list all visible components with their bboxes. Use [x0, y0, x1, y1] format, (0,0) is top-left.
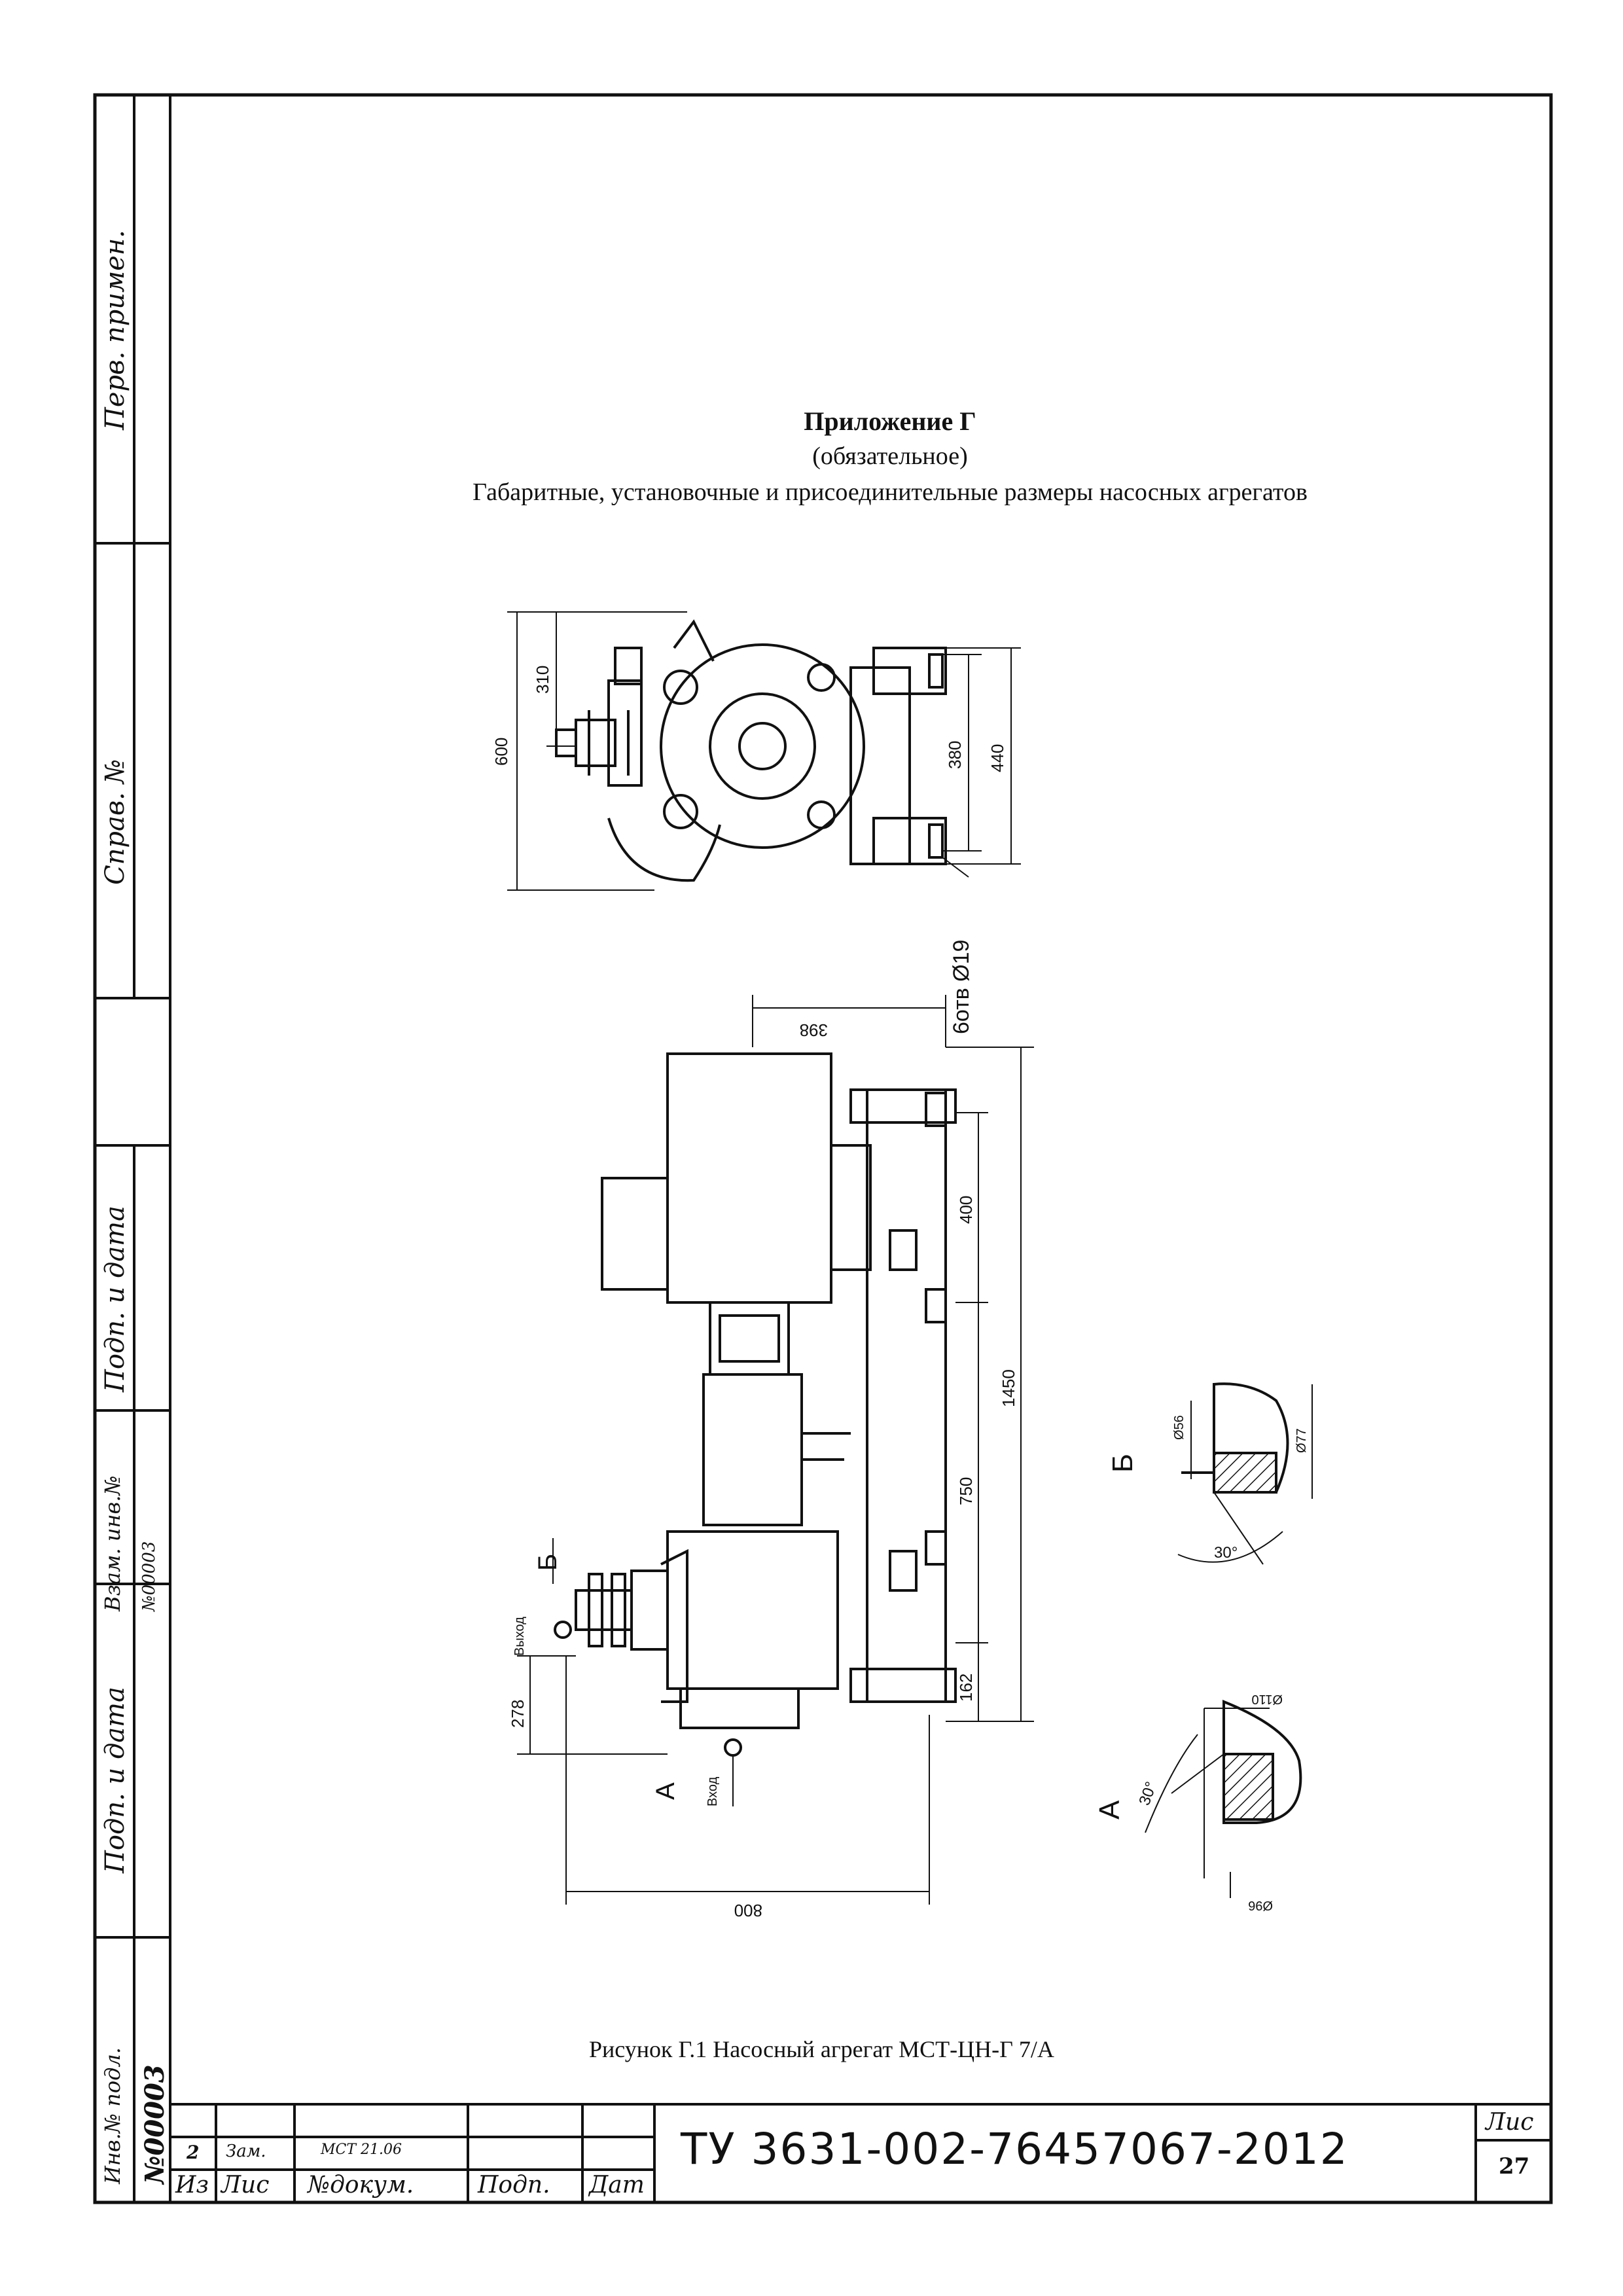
side-view [517, 995, 1034, 1905]
vhod-label: Вход [705, 1776, 720, 1806]
dim-278: 278 [508, 1700, 527, 1728]
detail-a-label: А [1094, 1800, 1126, 1820]
label-b-side: Б [533, 1554, 562, 1571]
sheet-number: 27 [1499, 2153, 1530, 2179]
appendix-title: Приложение Г [804, 406, 976, 436]
dim-398: 398 [800, 1020, 828, 1040]
detail-a-angle: 30° [1135, 1780, 1160, 1808]
dim-600: 600 [491, 738, 511, 766]
document-designation: ТУ 3631-002-76457067-2012 [681, 2124, 1349, 2174]
rev-doc: МСТ 21.06 [321, 2142, 402, 2158]
col-doc: №докум. [308, 2172, 414, 2198]
rev-number: 2 [187, 2142, 200, 2163]
figure-caption: Рисунок Г.1 Насосный агрегат МСТ-ЦН-Г 7/… [589, 2036, 1054, 2062]
col-lis: Лис [221, 2172, 270, 2198]
sheet-label: Лис [1486, 2109, 1534, 2136]
rev-type: Зам. [226, 2142, 266, 2161]
col-dat: Дат [589, 2172, 645, 2198]
col-iz: Из [175, 2172, 209, 2198]
detail-a [1145, 1700, 1302, 1898]
col-podp: Подп. [478, 2172, 550, 2198]
detail-b-angle: 30° [1214, 1544, 1238, 1562]
appendix-subtitle: (обязательное) [812, 442, 968, 470]
dim-440: 440 [988, 744, 1007, 772]
vyhod-label: Выход [512, 1617, 527, 1656]
label-a-side: А [651, 1782, 680, 1800]
dim-380: 380 [945, 741, 965, 769]
bolt-note: 6отв Ø19 [949, 940, 974, 1034]
detail-a-d110: Ø110 [1252, 1692, 1283, 1706]
appendix-caption: Габаритные, установочные и присоединител… [473, 478, 1308, 506]
dim-162: 162 [956, 1674, 976, 1702]
detail-b-d56: Ø56 [1172, 1415, 1186, 1440]
dim-310: 310 [533, 666, 552, 694]
detail-b [1177, 1382, 1313, 1565]
dim-1450: 1450 [999, 1369, 1018, 1407]
top-view [507, 611, 1021, 891]
detail-a-d96: Ø96 [1248, 1898, 1273, 1912]
dim-800: 800 [734, 1901, 762, 1920]
detail-b-d77: Ø77 [1294, 1428, 1309, 1453]
detail-b-label: Б [1107, 1454, 1139, 1473]
dim-400: 400 [956, 1196, 976, 1224]
dim-750: 750 [956, 1477, 976, 1505]
